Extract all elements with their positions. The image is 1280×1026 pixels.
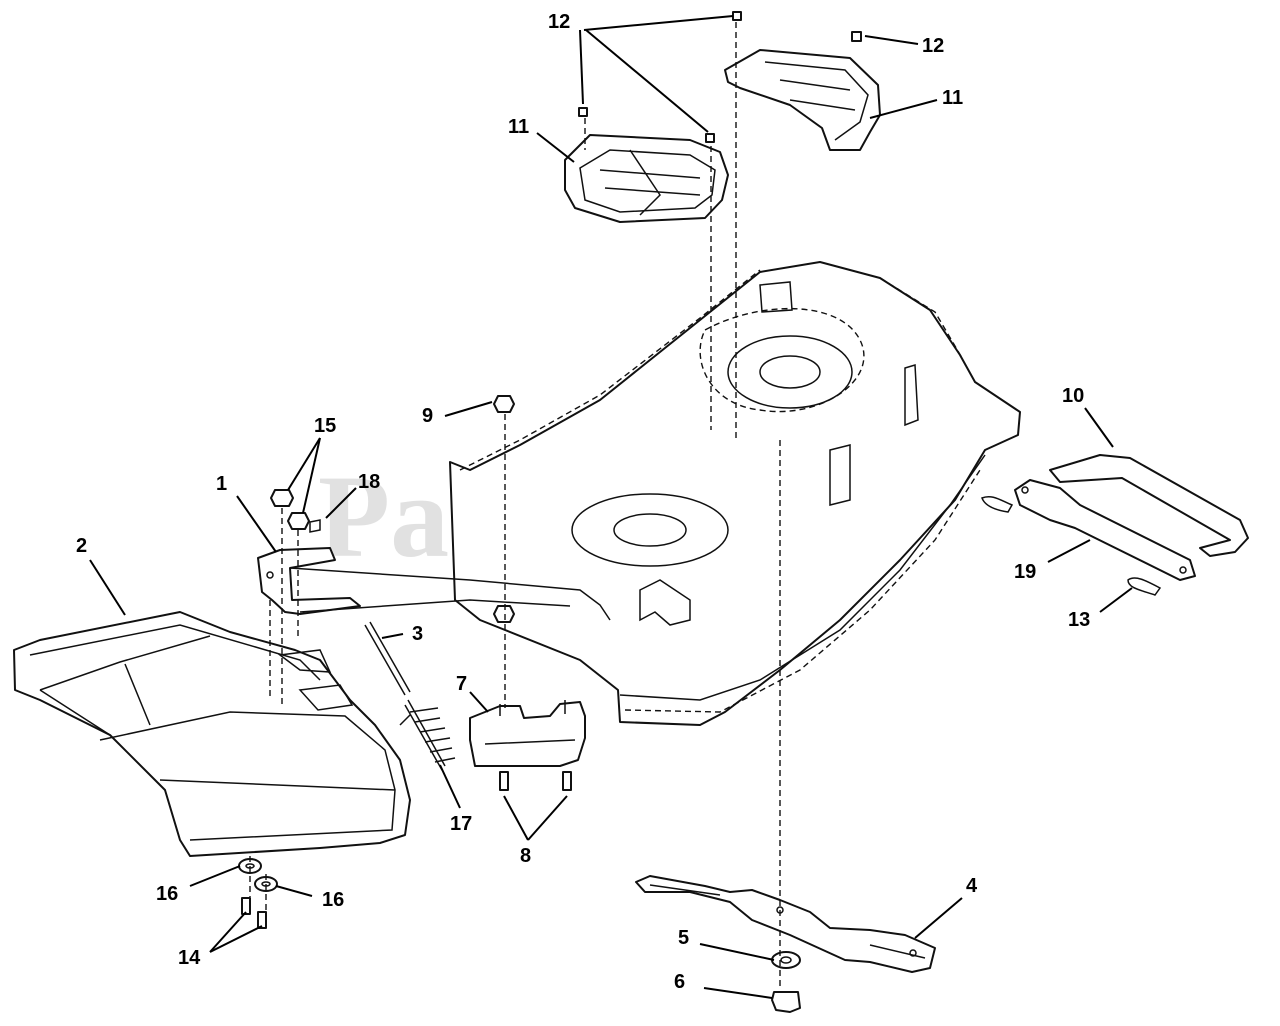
callout-9: 9 [422,405,433,427]
extension-spring[interactable] [399,699,456,771]
callout-12a: 12 [548,11,570,33]
callout-16b: 16 [322,889,344,911]
mower-deck[interactable] [449,261,1021,726]
callout-4: 4 [966,875,978,897]
leader-lines [89,15,1133,999]
callout-14: 14 [178,947,201,969]
callout-16a: 16 [156,883,178,905]
callout-15: 15 [314,415,336,437]
callout-5: 5 [678,927,689,949]
callout-13: 13 [1068,609,1090,631]
callout-8: 8 [520,845,531,867]
mower-blade[interactable] [635,875,936,973]
support-rod[interactable] [1049,454,1249,557]
nut-9[interactable] [493,395,515,623]
callout-2: 2 [76,535,87,557]
pulley-cover-left[interactable] [564,134,729,223]
mulch-cover[interactable] [13,611,411,857]
callout-18: 18 [358,471,380,493]
assembly-centerlines [249,22,781,990]
pulley-cover-right[interactable] [724,49,881,151]
callout-19: 19 [1014,561,1036,583]
screws-14[interactable] [241,897,267,929]
mounting-bracket[interactable] [469,700,586,767]
hair-pin-clip[interactable] [981,495,1162,596]
callout-10: 10 [1062,385,1084,407]
blade-washer[interactable] [771,951,801,969]
callout-17: 17 [450,813,472,835]
bracket-screws[interactable] [499,771,572,791]
pin-18[interactable] [309,519,321,533]
callout-11b: 11 [942,87,963,109]
lift-bracket[interactable] [257,547,611,621]
screws-top[interactable] [578,11,862,143]
callout-11a: 11 [508,116,529,138]
callout-7: 7 [456,673,467,695]
blade-nut[interactable] [771,991,801,1013]
callout-3: 3 [412,623,423,645]
callout-labels: 12 12 11 11 10 9 15 18 1 2 3 7 19 13 17 … [76,11,1090,993]
support-plate[interactable] [1014,479,1196,581]
callout-6: 6 [674,971,685,993]
washers-16[interactable] [238,858,278,892]
callout-1: 1 [216,473,227,495]
callout-12b: 12 [922,35,944,57]
spring-rod[interactable] [364,621,411,696]
